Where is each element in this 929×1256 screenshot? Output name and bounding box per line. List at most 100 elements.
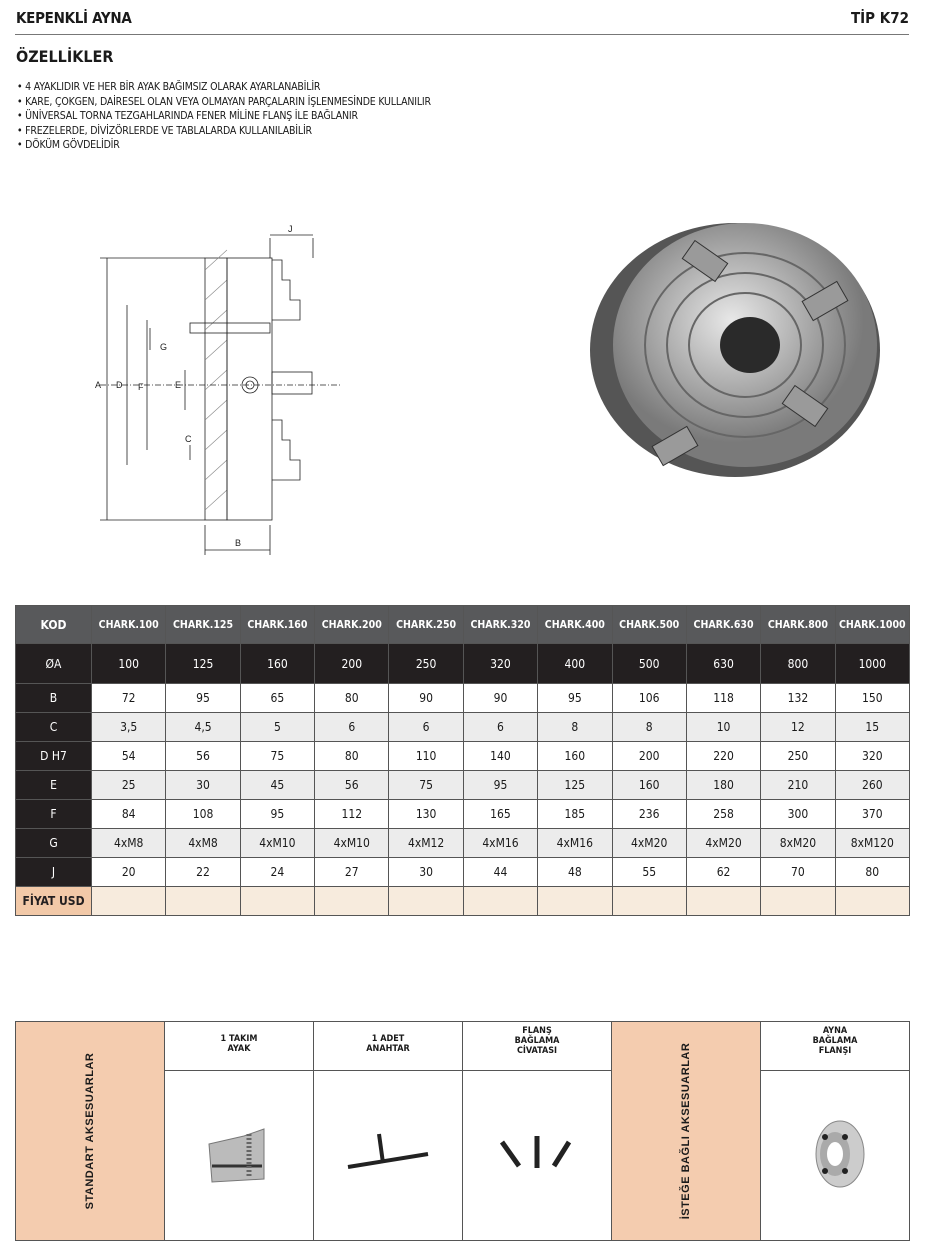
table-cell: 8xM20	[760, 828, 836, 858]
code-header: CHARK.1000	[834, 605, 911, 644]
table-cell: 236	[611, 799, 687, 829]
table-cell: 48	[537, 857, 613, 887]
table-cell: 250	[760, 741, 836, 771]
table-cell: 4xM10	[239, 828, 316, 858]
dim-label-c: C	[185, 434, 192, 444]
code-header: CHARK.160	[239, 605, 316, 644]
chuck-photo	[590, 223, 880, 477]
feature-item: • ÜNİVERSAL TORNA TEZGAHLARINDA FENER Mİ…	[17, 110, 358, 122]
flange-icon	[815, 1120, 865, 1187]
code-header: CHARK.800	[760, 605, 836, 644]
key-image	[313, 1070, 463, 1241]
table-cell: 320	[834, 741, 911, 771]
table-cell: 4xM12	[388, 828, 464, 858]
code-header: CHARK.200	[314, 605, 390, 644]
row-label: E	[15, 770, 92, 800]
price-cell	[537, 886, 613, 916]
jaw-icon	[208, 1127, 265, 1183]
table-header-row: KOD CHARK.100 CHARK.125 CHARK.160 CHARK.…	[15, 605, 911, 644]
accessory-title-line: 1 TAKIM	[220, 1034, 258, 1044]
price-cell	[685, 886, 762, 916]
table-cell: 4xM16	[537, 828, 613, 858]
table-cell: 160	[239, 643, 316, 684]
table-cell: 30	[388, 857, 464, 887]
dim-label-a: A	[95, 380, 101, 390]
features-heading: ÖZELLİKLER	[16, 47, 114, 66]
price-cell	[90, 886, 167, 916]
price-label: FİYAT USD	[15, 886, 92, 916]
price-row: FİYAT USD	[15, 886, 911, 916]
jaw-image	[164, 1070, 314, 1241]
accessory-title-line: AYAK	[227, 1044, 251, 1054]
row-label: J	[15, 857, 92, 887]
table-cell: 20	[90, 857, 167, 887]
table-cell: 210	[760, 770, 836, 800]
bolts-icon	[499, 1135, 572, 1168]
table-cell: 300	[760, 799, 836, 829]
accessory-title-line: BAĞLAMA	[812, 1036, 858, 1046]
product-type: TİP K72	[850, 9, 909, 27]
row-label: D H7	[15, 741, 92, 771]
table-cell: 160	[611, 770, 687, 800]
table-cell: 80	[314, 741, 390, 771]
price-cell	[388, 886, 464, 916]
table-cell: 258	[685, 799, 762, 829]
table-cell: 54	[90, 741, 167, 771]
table-cell: 65	[239, 683, 316, 713]
table-cell: 72	[90, 683, 167, 713]
feature-item: • DÖKÜM GÖVDELİDİR	[17, 139, 120, 151]
price-cell	[611, 886, 687, 916]
dim-label-f: F	[138, 382, 144, 392]
table-cell: 132	[760, 683, 836, 713]
table-cell: 44	[462, 857, 539, 887]
table-cell: 80	[834, 857, 911, 887]
table-cell: 25	[90, 770, 167, 800]
table-cell: 75	[388, 770, 464, 800]
technical-drawing: A D F E G C B J	[95, 224, 340, 555]
table-cell: 110	[388, 741, 464, 771]
table-cell: 56	[165, 741, 241, 771]
standard-accessories-text: STANDART AKSESUARLAR	[84, 1052, 96, 1210]
price-cell	[314, 886, 390, 916]
table-cell: 500	[611, 643, 687, 684]
features-list: • 4 AYAKLIDIR VE HER BİR AYAK BAĞIMSIZ O…	[17, 80, 431, 153]
accessory-title-line: ANAHTAR	[366, 1044, 410, 1054]
code-header: CHARK.400	[537, 605, 613, 644]
table-cell: 630	[685, 643, 762, 684]
feature-item: • FREZELERDE, DİVİZÖRLERDE VE TABLALARDA…	[17, 124, 312, 137]
accessory-title-line: FLANŞ	[522, 1026, 552, 1036]
flange-image	[760, 1070, 910, 1241]
table-cell: 95	[239, 799, 316, 829]
table-cell: 3,5	[90, 712, 167, 742]
table-cell: 95	[537, 683, 613, 713]
table-cell: 90	[462, 683, 539, 713]
table-cell: 4xM16	[462, 828, 539, 858]
table-cell: 15	[834, 712, 911, 742]
price-cell	[760, 886, 836, 916]
accessory-title-line: CİVATASI	[516, 1046, 558, 1056]
table-cell: 1000	[834, 643, 911, 684]
table-cell: 125	[165, 643, 241, 684]
bolts-image	[462, 1070, 612, 1241]
price-cell	[165, 886, 241, 916]
table-cell: 100	[90, 643, 167, 684]
accessory-title-line: 1 ADET	[371, 1034, 405, 1044]
table-cell: 250	[388, 643, 464, 684]
header-kod: KOD	[15, 605, 92, 644]
table-cell: 30	[165, 770, 241, 800]
table-cell: 95	[462, 770, 539, 800]
dim-label-d: D	[116, 380, 123, 390]
table-cell: 6	[314, 712, 390, 742]
table-cell: 6	[388, 712, 464, 742]
